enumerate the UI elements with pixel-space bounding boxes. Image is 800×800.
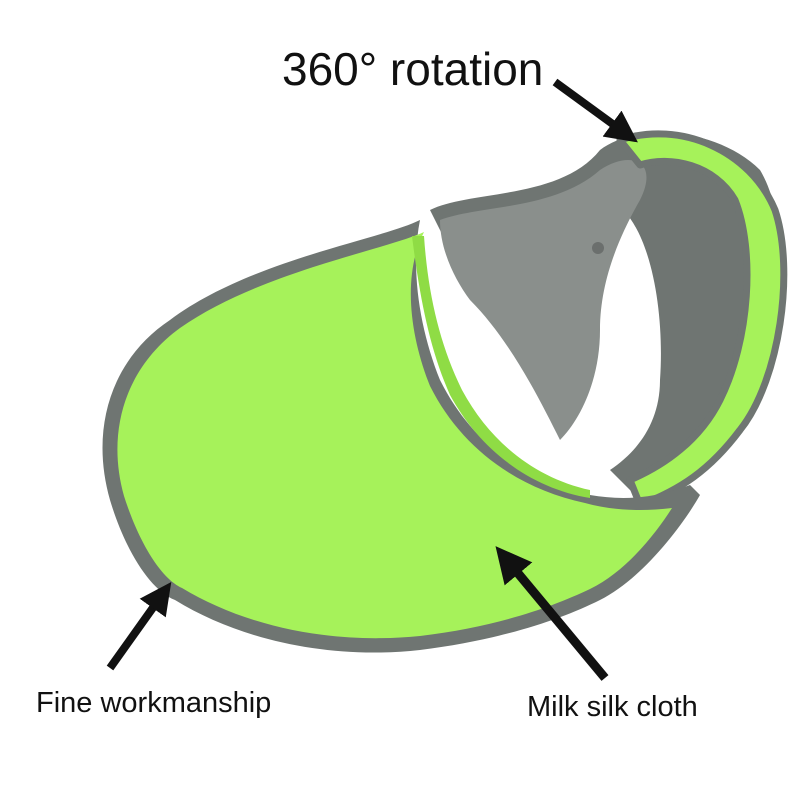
rotation-label: 360° rotation xyxy=(282,43,544,95)
arrow-icon xyxy=(495,546,609,681)
workmanship-label: Fine workmanship xyxy=(36,687,272,719)
cloth-label: Milk silk cloth xyxy=(527,691,698,723)
arrow-icon xyxy=(552,78,638,143)
visor-brim xyxy=(102,220,700,653)
visor-strap xyxy=(430,130,788,518)
arrow-icon xyxy=(106,581,172,671)
